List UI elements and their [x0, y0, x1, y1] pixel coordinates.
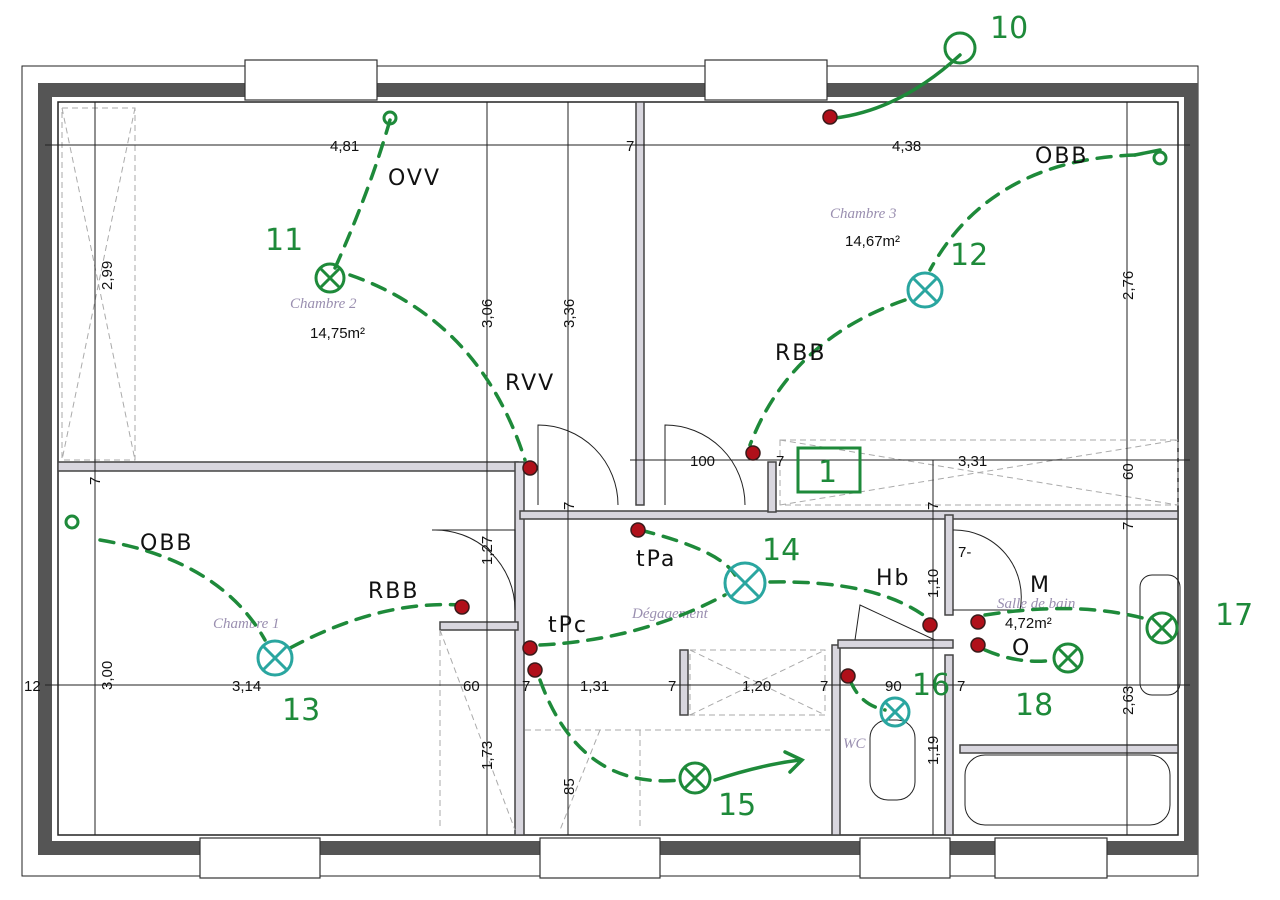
svg-text:7: 7 [668, 678, 676, 695]
svg-text:7: 7 [561, 502, 578, 510]
svg-text:1,73: 1,73 [479, 741, 496, 770]
svg-text:14: 14 [762, 533, 800, 568]
svg-text:7-: 7- [958, 544, 971, 561]
svg-text:1,27: 1,27 [479, 536, 496, 565]
svg-text:3,14: 3,14 [232, 678, 261, 695]
lamp-icon [723, 561, 767, 605]
svg-text:7: 7 [522, 678, 530, 695]
svg-text:12: 12 [950, 238, 988, 273]
svg-text:1,10: 1,10 [925, 569, 942, 598]
lamp-icon [256, 639, 294, 677]
switch-icon [822, 109, 838, 125]
svg-text:1: 1 [818, 455, 837, 490]
svg-text:3,06: 3,06 [479, 299, 496, 328]
svg-text:Hb: Hb [876, 566, 911, 591]
outlet-icon [64, 514, 80, 530]
svg-text:M: M [1030, 573, 1051, 598]
lamp-icon [1145, 611, 1179, 645]
svg-text:OBB: OBB [140, 531, 194, 556]
svg-text:1,19: 1,19 [925, 736, 942, 765]
room-wc: WC [843, 736, 866, 752]
fixtures [869, 574, 1181, 826]
wiring [98, 53, 1162, 783]
svg-text:60: 60 [463, 678, 480, 695]
outlet-icon [943, 31, 977, 65]
svg-text:100: 100 [690, 453, 715, 470]
svg-text:60: 60 [1120, 463, 1137, 480]
svg-text:7: 7 [776, 453, 784, 470]
svg-text:OBB: OBB [1035, 144, 1089, 169]
switch-icon [970, 637, 986, 653]
annotation-labels: OVV OBB RBB RVV OBB RBB tPa tPc Hb M O [140, 144, 1089, 661]
dimension-labels: 4,81 7 4,38 2,99 3,06 3,36 2,76 100 7 3,… [24, 138, 1137, 795]
svg-text:14,75m²: 14,75m² [310, 325, 365, 342]
svg-text:2,63: 2,63 [1120, 686, 1137, 715]
svg-text:OVV: OVV [388, 166, 441, 191]
room-labels: Chambre 2 14,75m² Chambre 3 14,67m² Cham… [213, 206, 1075, 752]
switches [64, 31, 1168, 684]
interior-walls [57, 101, 1179, 836]
svg-text:3,00: 3,00 [99, 661, 116, 690]
svg-text:17: 17 [1215, 598, 1253, 633]
svg-text:O: O [1012, 636, 1031, 661]
svg-text:4,38: 4,38 [892, 138, 921, 155]
outlet-icon [1152, 150, 1168, 166]
switch-icon [522, 640, 538, 656]
svg-text:7: 7 [87, 477, 104, 485]
svg-text:85: 85 [561, 778, 578, 795]
switch-icon [970, 614, 986, 630]
room-chambre-3: Chambre 3 [830, 206, 897, 222]
svg-text:18: 18 [1015, 688, 1053, 723]
dimension-lines [45, 102, 1190, 835]
switch-icon [527, 662, 543, 678]
doors [431, 424, 1022, 641]
svg-text:4,72m²: 4,72m² [1005, 615, 1052, 632]
svg-text:12: 12 [24, 678, 41, 695]
room-chambre-2: Chambre 2 [290, 296, 357, 312]
svg-text:7: 7 [957, 678, 965, 695]
switch-icon [840, 668, 856, 684]
lamp-icon [879, 696, 911, 728]
lamps [256, 262, 1179, 795]
annotation-numbers: 10 11 12 13 14 15 16 17 18 [265, 11, 1253, 823]
switch-icon [630, 522, 646, 538]
svg-text:3,31: 3,31 [958, 453, 987, 470]
svg-text:7: 7 [925, 502, 942, 510]
svg-text:7: 7 [626, 138, 634, 155]
svg-text:1,31: 1,31 [580, 678, 609, 695]
svg-text:RVV: RVV [505, 371, 555, 396]
switch-icon [922, 617, 938, 633]
svg-text:RBB: RBB [775, 341, 826, 366]
svg-text:1,20: 1,20 [742, 678, 771, 695]
svg-text:tPc: tPc [548, 613, 588, 638]
svg-text:2,76: 2,76 [1120, 271, 1137, 300]
boxed-annotation: 1 [796, 446, 862, 494]
svg-text:4,81: 4,81 [330, 138, 359, 155]
svg-text:11: 11 [265, 223, 303, 258]
outlet-icon [382, 110, 398, 126]
lamp-icon [678, 761, 712, 795]
lamp-icon [906, 271, 944, 309]
svg-text:7: 7 [820, 678, 828, 695]
svg-text:tPa: tPa [636, 547, 676, 572]
switch-icon [454, 599, 470, 615]
svg-text:10: 10 [990, 11, 1028, 46]
svg-text:3,36: 3,36 [561, 299, 578, 328]
svg-text:14,67m²: 14,67m² [845, 233, 900, 250]
switch-icon [745, 445, 761, 461]
switch-icon [522, 460, 538, 476]
svg-text:90: 90 [885, 678, 902, 695]
windows [199, 59, 1108, 879]
svg-text:15: 15 [718, 788, 756, 823]
svg-text:13: 13 [282, 693, 320, 728]
svg-text:7: 7 [1120, 522, 1137, 530]
lamp-icon [1052, 642, 1084, 674]
lamp-icon [314, 262, 346, 294]
svg-text:RBB: RBB [368, 579, 419, 604]
room-chambre-1: Chambre 1 [213, 616, 280, 632]
svg-text:2,99: 2,99 [99, 261, 116, 290]
svg-text:16: 16 [912, 668, 950, 703]
